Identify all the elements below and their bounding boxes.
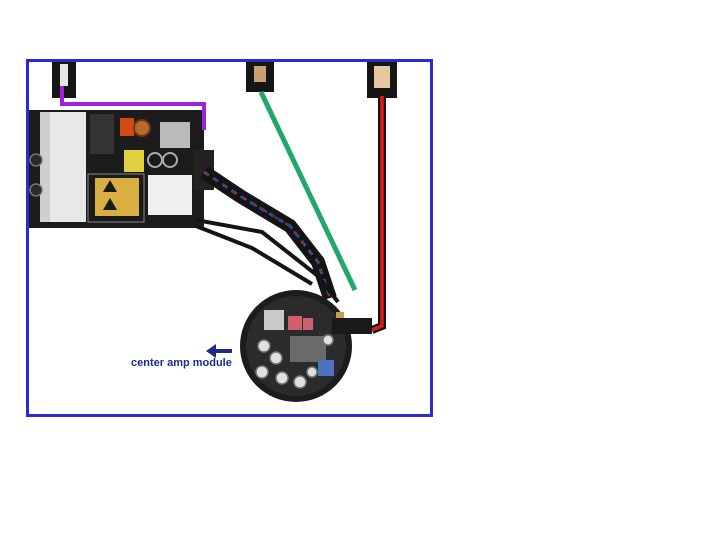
arrow-left-icon	[206, 344, 232, 358]
wire-harness	[195, 166, 340, 304]
connector-middle	[246, 62, 274, 92]
center-amp-module-label: center amp module	[131, 357, 232, 369]
power-supply-board	[29, 110, 214, 228]
connector-right	[367, 62, 397, 98]
red-wire	[371, 96, 384, 332]
green-wire	[258, 90, 358, 292]
purple-wire	[60, 86, 206, 130]
center-amp-module	[240, 290, 372, 402]
